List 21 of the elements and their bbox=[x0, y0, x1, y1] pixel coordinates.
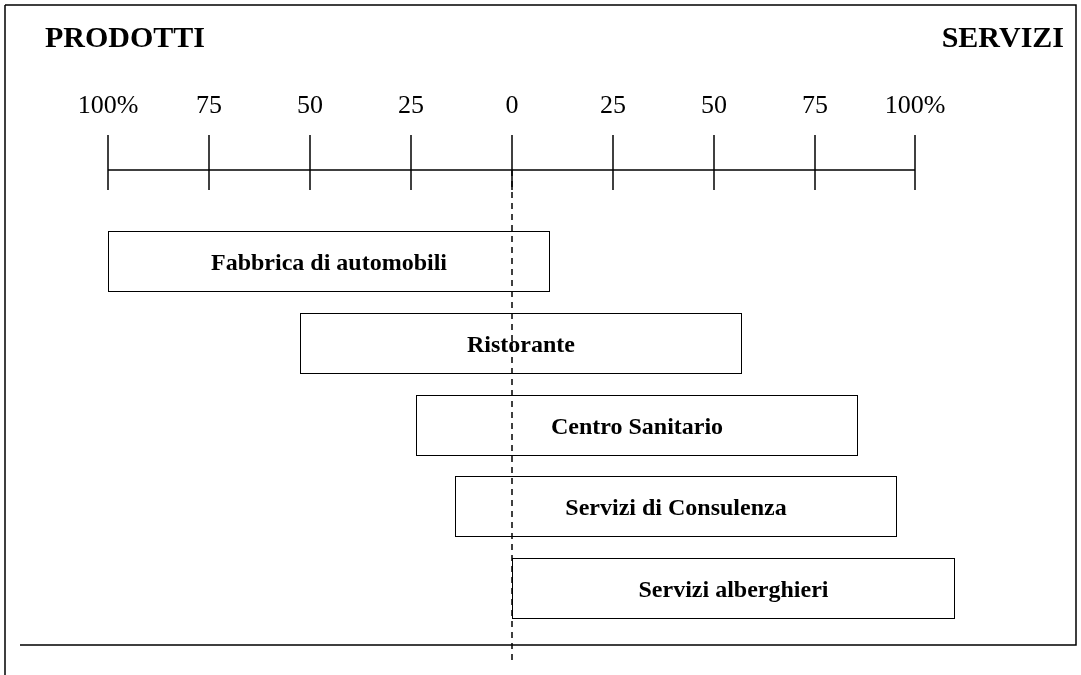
range-bar bbox=[512, 558, 955, 619]
tick-label: 75 bbox=[196, 92, 222, 118]
bar-label: Ristorante bbox=[467, 329, 575, 359]
bar-label: Servizi alberghieri bbox=[638, 574, 829, 604]
tick-label: 50 bbox=[297, 92, 323, 118]
tick-label: 0 bbox=[505, 92, 519, 118]
heading: PRODOTTI bbox=[45, 22, 206, 52]
bar-label: Fabbrica di automobili bbox=[211, 247, 447, 277]
range-bar bbox=[108, 231, 550, 292]
tick-label: 75 bbox=[802, 92, 828, 118]
tick-label: 100% bbox=[77, 92, 139, 118]
bar-label: Servizi di Consulenza bbox=[565, 492, 787, 522]
range-bar bbox=[455, 476, 897, 537]
tick-label: 100% bbox=[884, 92, 946, 118]
range-bar bbox=[300, 313, 742, 374]
bar-label: Centro Sanitario bbox=[550, 411, 724, 441]
heading: SERVIZI bbox=[941, 22, 1064, 52]
tick-label: 50 bbox=[701, 92, 727, 118]
tick-label: 25 bbox=[600, 92, 626, 118]
range-bar bbox=[416, 395, 858, 456]
tick-label: 25 bbox=[398, 92, 424, 118]
